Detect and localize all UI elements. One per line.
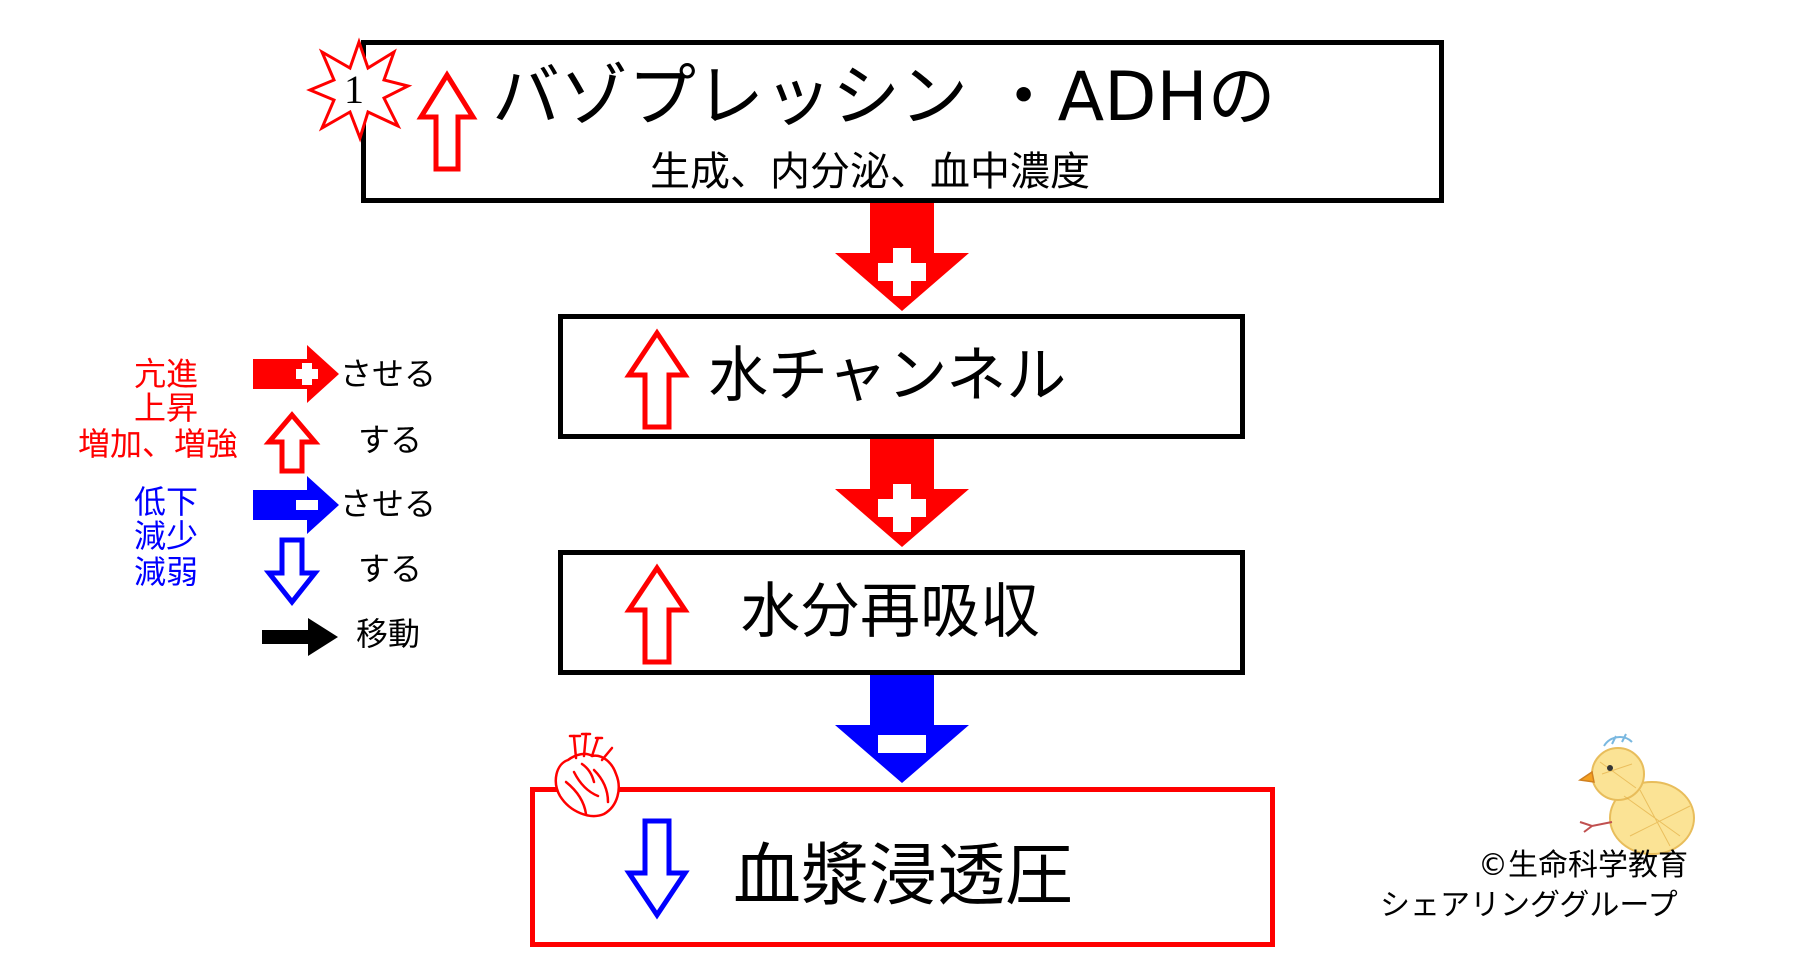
legend-cause-increase-text: させる (340, 355, 437, 393)
up-arrow-icon (624, 563, 690, 665)
step3-label: 水分再吸収 (740, 577, 1040, 647)
step1-badge-number: 1 (344, 67, 364, 112)
plus-arrow-icon (253, 345, 339, 403)
up-arrow-icon (263, 411, 321, 474)
legend-increase-word-2: 上昇 (134, 389, 199, 427)
plus-connector-arrow-1 (835, 203, 969, 311)
starburst-icon (306, 37, 413, 143)
step4-label: 血漿浸透圧 (733, 837, 1074, 916)
step1-subtitle: 生成、内分泌、血中濃度 (650, 149, 1090, 195)
step2-box (558, 314, 1245, 439)
plus-connector-arrow-2 (835, 439, 969, 547)
chick-drawing-icon (1577, 733, 1695, 855)
legend-move-text: 移動 (356, 615, 421, 653)
legend-decrease-word-3: 減弱 (134, 553, 199, 591)
move-arrow-icon (262, 618, 338, 656)
legend-decrease-word-2: 減少 (134, 517, 199, 555)
legend-do-increase-text: する (358, 421, 423, 459)
legend-increase-word-1: 亢進 (134, 355, 199, 393)
step2-label: 水チャンネル (708, 341, 1067, 411)
legend-decrease-word-1: 低下 (134, 483, 199, 521)
up-arrow-icon (624, 328, 690, 430)
up-arrow-icon (416, 70, 478, 172)
heart-icon (554, 732, 620, 818)
legend-do-decrease-text: する (358, 550, 423, 588)
credit-line-2: シェアリンググループ (1380, 888, 1678, 923)
step1-title: バゾプレッシン ・ADHの (492, 58, 1276, 137)
credit-line-1: ©生命科学教育 (1478, 848, 1688, 883)
step1-box (361, 40, 1444, 203)
legend-cause-decrease-text: させる (340, 485, 437, 523)
minus-connector-arrow (835, 675, 969, 783)
down-arrow-icon (263, 537, 321, 607)
legend-increase-word-3: 増加、増強 (78, 425, 239, 463)
down-arrow-icon (624, 818, 690, 920)
minus-arrow-icon (253, 476, 339, 534)
